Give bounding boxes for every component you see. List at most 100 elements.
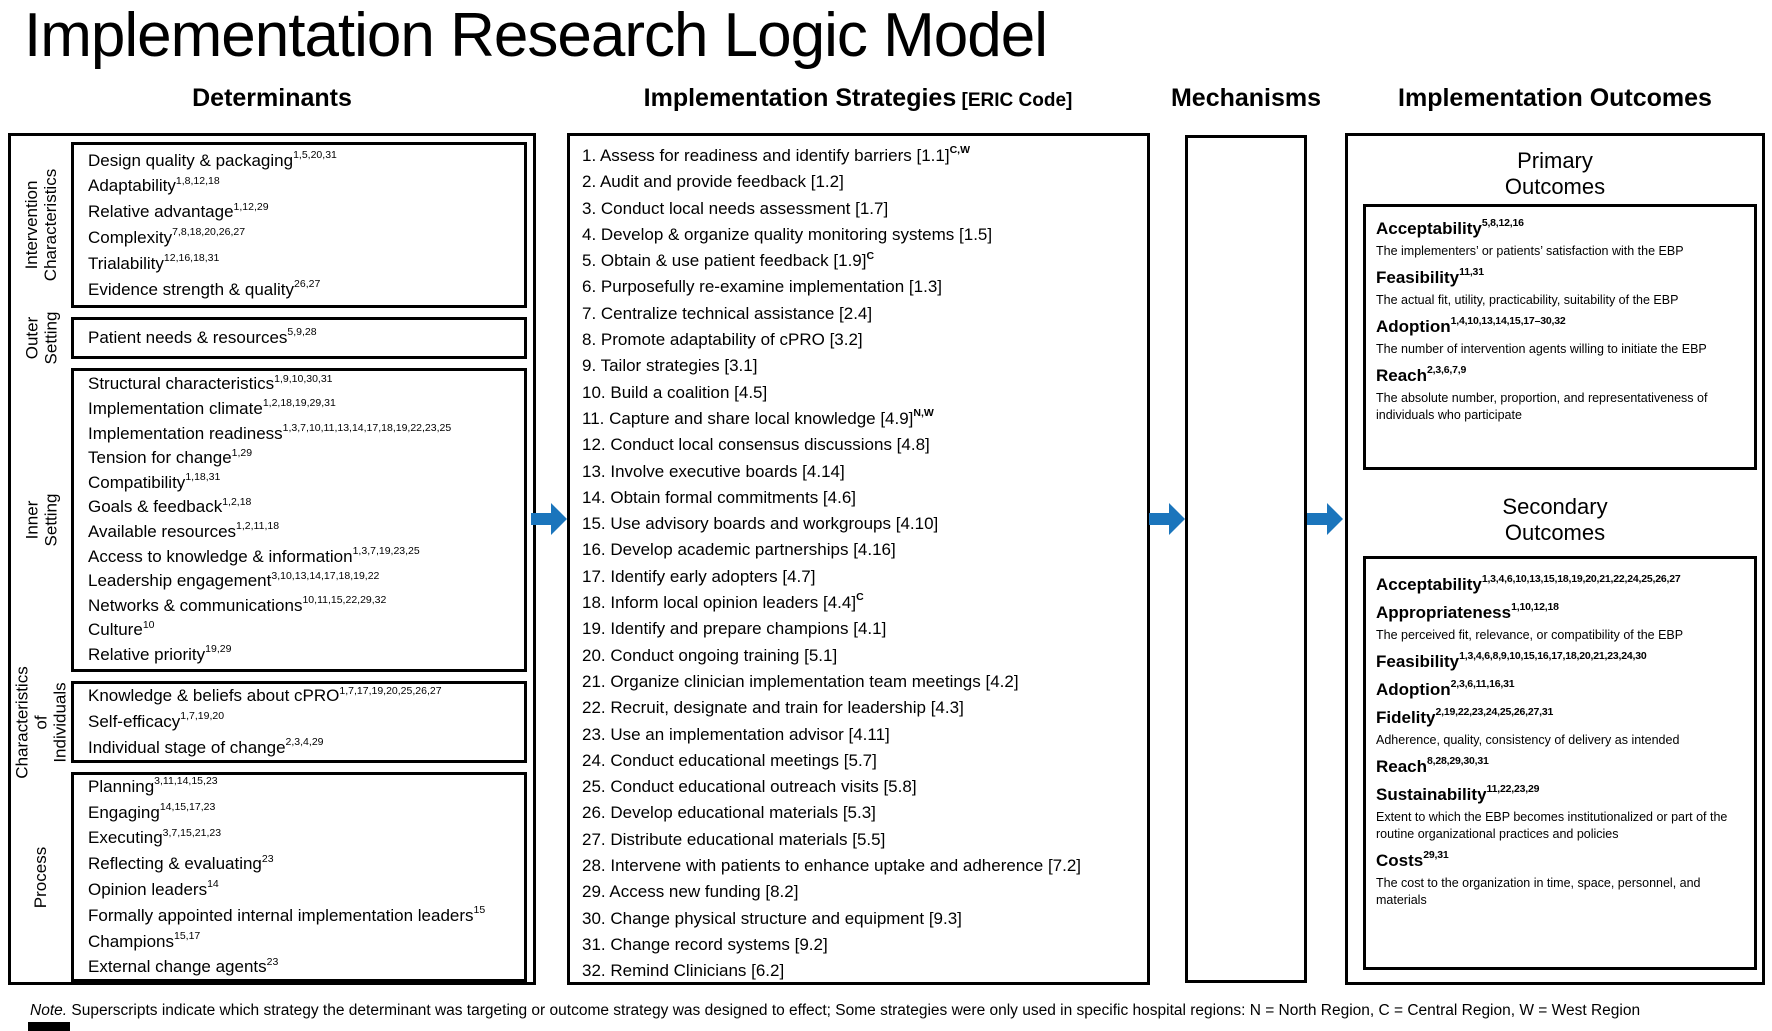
determinant-superscript: 26,27: [294, 277, 321, 290]
determinant-text: Relative advantage: [88, 202, 234, 222]
determinant-item: Opinion leaders14: [88, 877, 524, 903]
outcome-description: Adherence, quality, consistency of deliv…: [1376, 733, 1680, 747]
determinant-item: Structural characteristics1,9,10,30,31: [88, 372, 524, 397]
determinants-panel: Intervention Characteristics Design qual…: [8, 133, 536, 985]
determinant-superscript: 1,7,17,19,20,25,26,27: [339, 684, 442, 697]
determinant-superscript: 1,3,7,10,11,13,14,17,18,19,22,23,25: [282, 421, 452, 434]
outcome-superscript: 1,10,12,18: [1511, 601, 1559, 614]
determinant-item: Design quality & packaging1,5,20,31: [88, 148, 524, 174]
outcome-superscript: 29,31: [1423, 849, 1449, 862]
outcome-superscript: 1,4,10,13,14,15,17–30,32: [1450, 315, 1566, 328]
outcome-superscript: 1,3,4,6,10,13,15,18,19,20,21,22,24,25,26…: [1481, 573, 1681, 586]
strategy-text: 22. Recruit, designate and train for lea…: [582, 698, 964, 718]
strategy-text: 21. Organize clinician implementation te…: [582, 671, 1019, 691]
note-prefix: Note.: [30, 1002, 68, 1019]
determinant-superscript: 1,2,18: [222, 495, 252, 508]
strategy-text: 2. Audit and provide feedback [1.2]: [582, 172, 844, 192]
strategy-text: 20. Conduct ongoing training [5.1]: [582, 645, 838, 665]
determinant-superscript: 1,3,7,19,23,25: [352, 544, 420, 557]
outcome-item: Reach8,28,29,30,31: [1376, 753, 1748, 781]
strategy-text: 6. Purposefully re-examine implementatio…: [582, 277, 943, 297]
determinant-text: Patient needs & resources: [88, 328, 288, 348]
determinant-text: Adaptability: [88, 176, 176, 196]
determinant-superscript: 15,17: [174, 929, 201, 942]
determinant-item: Champions15,17: [88, 929, 524, 955]
determinant-text: Champions: [88, 931, 174, 951]
outcome-name-text: Costs: [1376, 851, 1424, 870]
section-label-cell: Process: [11, 772, 71, 982]
outcome-name-text: Acceptability: [1376, 219, 1482, 238]
strategy-item: 27. Distribute educational materials [5.…: [582, 827, 1147, 853]
page-title: Implementation Research Logic Model: [24, 1, 1048, 70]
outcome-name: Feasibility1,3,4,6,8,9,10,15,16,17,18,20…: [1376, 648, 1748, 676]
strategy-item: 21. Organize clinician implementation te…: [582, 669, 1147, 695]
determinant-item: Complexity7,8,18,20,26,27: [88, 225, 524, 251]
outcome-name-text: Feasibility: [1376, 268, 1460, 287]
strategy-item: 25. Conduct educational outreach visits …: [582, 774, 1147, 800]
strategy-item: 24. Conduct educational meetings [5.7]: [582, 748, 1147, 774]
secondary-outcomes-box: Acceptability1,3,4,6,10,13,15,18,19,20,2…: [1363, 556, 1757, 970]
determinant-item: Implementation readiness1,3,7,10,11,13,1…: [88, 422, 524, 447]
determinant-item: Patient needs & resources5,9,28: [88, 325, 524, 351]
determinant-text: Knowledge & beliefs about cPRO: [88, 686, 340, 706]
outcome-name: Acceptability1,3,4,6,10,13,15,18,19,20,2…: [1376, 571, 1748, 599]
strategy-text: 3. Conduct local needs assessment [1.7]: [582, 198, 889, 218]
strategies-panel: 1. Assess for readiness and identify bar…: [567, 133, 1150, 985]
determinant-text: Leadership engagement: [88, 571, 272, 591]
determinant-item: Trialability12,16,18,31: [88, 251, 524, 277]
outcome-item: Adoption2,3,6,11,16,31: [1376, 676, 1748, 704]
outcome-name-text: Sustainability: [1376, 785, 1487, 804]
outcome-name: Feasibility11,31: [1376, 264, 1748, 292]
strategy-item: 14. Obtain formal commitments [4.6]: [582, 485, 1147, 511]
figure-note: Note. Superscripts indicate which strate…: [30, 1002, 1640, 1020]
outcome-name-text: Feasibility: [1376, 652, 1460, 671]
outcome-superscript: 2,19,22,23,24,25,26,27,31: [1435, 706, 1554, 719]
determinant-item: Knowledge & beliefs about cPRO1,7,17,19,…: [88, 683, 524, 709]
determinant-text: Culture: [88, 620, 143, 640]
determinant-superscript: 1,12,29: [233, 200, 269, 213]
determinant-item: Tension for change1,29: [88, 446, 524, 471]
determinant-text: Compatibility: [88, 472, 186, 492]
strategy-text: 27. Distribute educational materials [5.…: [582, 829, 886, 849]
outcome-name-text: Fidelity: [1376, 708, 1436, 727]
strategy-item: 22. Recruit, designate and train for lea…: [582, 695, 1147, 721]
strategy-item: 8. Promote adaptability of cPRO [3.2]: [582, 327, 1147, 353]
determinant-superscript: 1,2,18,19,29,31: [262, 397, 336, 410]
outcome-superscript: 2,3,6,11,16,31: [1450, 678, 1515, 691]
determinant-text: Implementation readiness: [88, 423, 283, 443]
strategy-item: 23. Use an implementation advisor [4.11]: [582, 722, 1147, 748]
strategy-region-superscript: N,W: [913, 407, 934, 420]
outcome-superscript: 5,8,12,16: [1481, 217, 1524, 230]
strategy-region-superscript: C,W: [949, 144, 970, 157]
determinant-text: Trialability: [88, 253, 164, 273]
determinant-item: Relative priority19,29: [88, 643, 524, 668]
outcome-description: Extent to which the EBP becomes institut…: [1376, 810, 1728, 841]
strategy-text: 23. Use an implementation advisor [4.11]: [582, 724, 890, 744]
strategy-item: 32. Remind Clinicians [6.2]: [582, 958, 1147, 984]
strategy-item: 2. Audit and provide feedback [1.2]: [582, 169, 1147, 195]
determinant-text: Individual stage of change: [88, 737, 286, 757]
determinant-item: Culture10: [88, 618, 524, 643]
outcome-name: Appropriateness1,10,12,18: [1376, 599, 1748, 627]
strategy-item: 20. Conduct ongoing training [5.1]: [582, 643, 1147, 669]
determinant-superscript: 5,9,28: [287, 326, 317, 339]
section-label-cell: Inner Setting: [11, 368, 71, 672]
strategy-text: 24. Conduct educational meetings [5.7]: [582, 750, 877, 770]
determinant-superscript: 2,3,4,29: [285, 736, 324, 749]
strategy-text: 16. Develop academic partnerships [4.16]: [582, 540, 896, 560]
outcome-description: The number of intervention agents willin…: [1376, 342, 1707, 356]
strategy-item: 11. Capture and share local knowledge [4…: [582, 406, 1147, 432]
outcome-name: Reach8,28,29,30,31: [1376, 753, 1748, 781]
determinant-superscript: 19,29: [205, 643, 232, 656]
determinant-text: Planning: [88, 776, 155, 796]
determinant-box: Knowledge & beliefs about cPRO1,7,17,19,…: [71, 681, 527, 763]
strategy-item: 13. Involve executive boards [4.14]: [582, 459, 1147, 485]
